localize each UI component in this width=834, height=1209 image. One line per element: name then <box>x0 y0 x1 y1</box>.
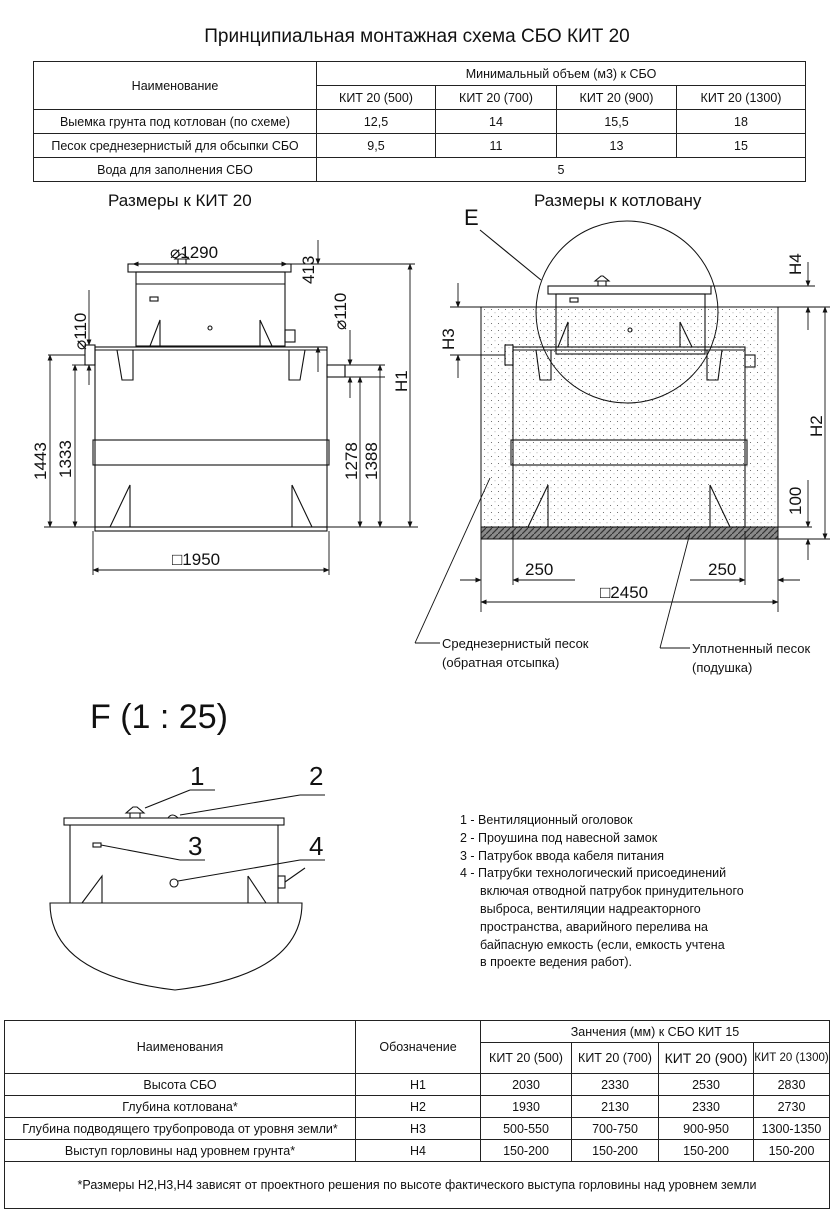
dim-gap-right: 250 <box>708 560 736 579</box>
dim-outlet-diameter: ⌀110 <box>331 293 350 330</box>
table2-name-header: Наименования <box>4 1020 356 1074</box>
table1-col-header: КИТ 20 (500) <box>316 85 436 110</box>
right-view-heading: Размеры к котловану <box>534 191 702 210</box>
legend-item-cont: включая отводной патрубок принудительног… <box>480 884 744 899</box>
dimensions-table: Наименования Обозначение Занчения (мм) к… <box>4 1020 830 1209</box>
dim-h1: Н1 <box>392 370 411 392</box>
cell: 11 <box>435 133 557 158</box>
cell: 150-200 <box>658 1139 754 1162</box>
cell: 2330 <box>571 1073 659 1096</box>
table-row: Выступ горловины над уровнем грунта* Н4 … <box>4 1139 830 1162</box>
volume-table: Наименование Минимальный объем (м3) к СБ… <box>33 61 806 182</box>
cell: 2330 <box>658 1095 754 1118</box>
marker-3: 3 <box>188 831 202 861</box>
dim-pad-100: 100 <box>786 487 805 515</box>
backfill-sand <box>480 306 779 528</box>
callout-e: Е <box>464 205 479 230</box>
table2-col-header: КИТ 20 (1300) <box>753 1042 830 1074</box>
dim-tank-width: □1950 <box>172 550 220 569</box>
dim-gap-left: 250 <box>525 560 553 579</box>
installation-drawing: ⌀1290 413 ⌀110 ⌀110 1443 1333 1278 1388 … <box>31 205 830 991</box>
row-label: Глубина подводящего трубопровода от уров… <box>4 1117 356 1140</box>
row-label: Высота СБО <box>4 1073 356 1096</box>
detail-f-view <box>49 789 325 991</box>
cell: 2030 <box>480 1073 572 1096</box>
cell: 1300-1350 <box>753 1117 830 1140</box>
table2-col-header: КИТ 20 (500) <box>480 1042 572 1074</box>
marker-4: 4 <box>309 831 323 861</box>
dim-1388: 1388 <box>362 442 381 480</box>
table1-col-header: КИТ 20 (700) <box>435 85 557 110</box>
cell: 2130 <box>571 1095 659 1118</box>
cell: 900-950 <box>658 1117 754 1140</box>
sand-label-note: (обратная отсыпка) <box>442 655 559 670</box>
cell: 15 <box>676 133 806 158</box>
row-code: Н2 <box>355 1095 481 1118</box>
pit-view: Е Н4 Н3 Н2 100 250 250 □2450 Среднезерни… <box>414 205 830 675</box>
cell: 2830 <box>753 1073 830 1096</box>
row-label: Глубина котлована* <box>4 1095 356 1118</box>
legend-item-cont: байпасную емкость (если, емкость учтена <box>480 937 725 952</box>
dim-neck-height: 413 <box>299 256 318 284</box>
dim-1443: 1443 <box>31 442 50 480</box>
legend-item-cont: пространства, аварийного перелива на <box>480 919 708 934</box>
cell: 150-200 <box>480 1139 572 1162</box>
table1-name-header: Наименование <box>33 61 317 110</box>
row-code: Н4 <box>355 1139 481 1162</box>
cell: 5 <box>316 157 806 182</box>
cell: 15,5 <box>556 109 677 134</box>
legend-item-cont: в проекте ведения работ). <box>480 955 633 970</box>
legend-item: 4 - Патрубки технологический присоединен… <box>460 866 727 881</box>
dim-inlet-diameter: ⌀110 <box>71 313 90 350</box>
table2-col-header: КИТ 20 (900) <box>658 1042 754 1074</box>
table2-code-header: Обозначение <box>355 1020 481 1074</box>
dim-1278: 1278 <box>342 442 361 480</box>
dim-diameter-neck: ⌀1290 <box>170 243 218 262</box>
cell: 150-200 <box>753 1139 830 1162</box>
table1-group-header: Минимальный объем (м3) к СБО <box>316 61 806 86</box>
table-row: Высота СБО Н1 2030 2330 2530 2830 <box>4 1073 830 1096</box>
legend-item: 3 - Патрубок ввода кабеля питания <box>460 848 664 863</box>
cell: 500-550 <box>480 1117 572 1140</box>
footnote: *Размеры Н2,Н3,Н4 зависят от проектного … <box>4 1161 830 1209</box>
dim-1333: 1333 <box>56 440 75 478</box>
cell: 2730 <box>753 1095 830 1118</box>
sand-pad <box>480 526 779 540</box>
cell: 2530 <box>658 1073 754 1096</box>
marker-2: 2 <box>309 761 323 791</box>
page-title: Принципиальная монтажная схема СБО КИТ 2… <box>204 26 630 47</box>
dim-h2: Н2 <box>807 415 826 437</box>
left-view-heading: Размеры к КИТ 20 <box>108 191 252 210</box>
cell: 700-750 <box>571 1117 659 1140</box>
legend-item: 2 - Проушина под навесной замок <box>460 830 658 845</box>
row-label: Песок среднезернистый для обсыпки СБО <box>33 133 317 158</box>
cell: 1930 <box>480 1095 572 1118</box>
table-row: Вода для заполнения СБО 5 <box>33 157 806 182</box>
row-label: Выступ горловины над уровнем грунта* <box>4 1139 356 1162</box>
detail-legend: 1 - Вентиляционный оголовок 2 - Проушина… <box>460 812 744 972</box>
table-row: Глубина подводящего трубопровода от уров… <box>4 1117 830 1140</box>
dim-h3: Н3 <box>439 328 458 350</box>
row-label: Выемка грунта под котлован (по схеме) <box>33 109 317 134</box>
marker-1: 1 <box>190 761 204 791</box>
legend-item: 1 - Вентиляционный оголовок <box>460 813 633 827</box>
cell: 150-200 <box>571 1139 659 1162</box>
row-label: Вода для заполнения СБО <box>33 157 317 182</box>
sand-label: Среднезернистый песок <box>442 636 589 651</box>
row-code: Н1 <box>355 1073 481 1096</box>
detail-heading: F (1 : 25) <box>90 698 228 736</box>
pad-label-note: (подушка) <box>692 660 752 675</box>
dim-pit-width: □2450 <box>600 583 648 602</box>
row-code: Н3 <box>355 1117 481 1140</box>
cell: 12,5 <box>316 109 436 134</box>
cell: 18 <box>676 109 806 134</box>
dim-h4: Н4 <box>786 253 805 275</box>
table-row: Глубина котлована* Н2 1930 2130 2330 273… <box>4 1095 830 1118</box>
tank-front-view <box>84 253 346 532</box>
table2-group-header: Занчения (мм) к СБО КИТ 15 <box>480 1020 830 1043</box>
legend-item-cont: выброса, вентиляции надреакторного <box>480 901 701 916</box>
pad-label: Уплотненный песок <box>692 641 810 656</box>
table2-col-header: КИТ 20 (700) <box>571 1042 659 1074</box>
